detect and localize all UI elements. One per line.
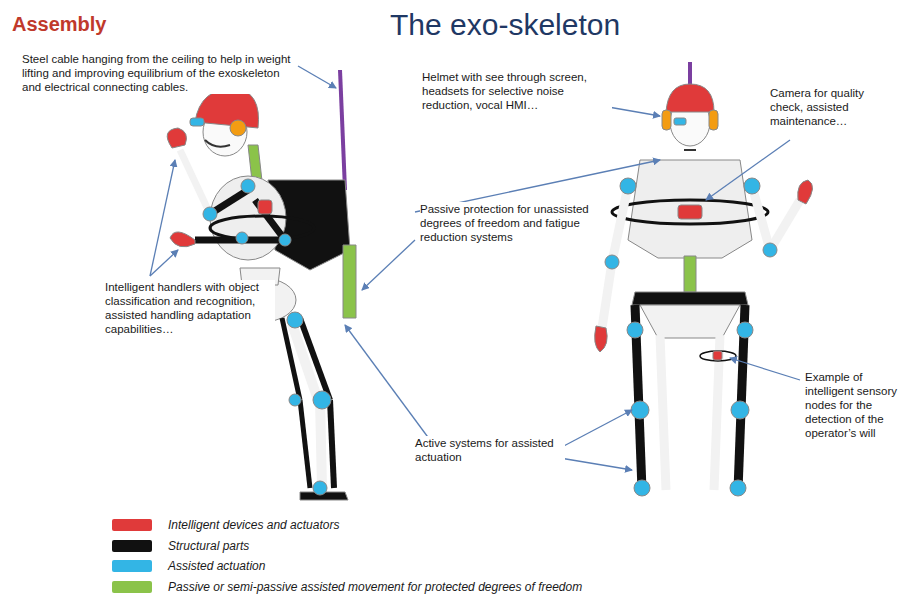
- callout-text: Active systems for assisted actuation: [415, 436, 565, 464]
- diagram-title: The exo-skeleton: [390, 8, 620, 42]
- leader-lines: [150, 66, 800, 470]
- legend-text: Assisted actuation: [168, 559, 265, 573]
- callout-text: Helmet with see through screen, headsets…: [422, 70, 612, 112]
- section-heading: Assembly: [12, 12, 107, 36]
- callout-text: Intelligent handlers with object classif…: [105, 280, 275, 336]
- callout-text: Passive protection for unassisted degree…: [420, 202, 595, 244]
- legend-text: Passive or semi-passive assisted movemen…: [168, 580, 582, 594]
- callout-text: Example of intelligent sensory nodes for…: [805, 370, 907, 440]
- legend-swatch: [112, 519, 152, 531]
- callout-text: Camera for quality check, assisted maint…: [770, 86, 895, 128]
- legend-swatch: [112, 581, 152, 593]
- legend-text: Intelligent devices and actuators: [168, 518, 339, 532]
- legend-swatch: [112, 540, 152, 552]
- legend-text: Structural parts: [168, 539, 249, 553]
- legend-swatch: [112, 560, 152, 572]
- callout-text: Steel cable hanging from the ceiling to …: [22, 52, 294, 94]
